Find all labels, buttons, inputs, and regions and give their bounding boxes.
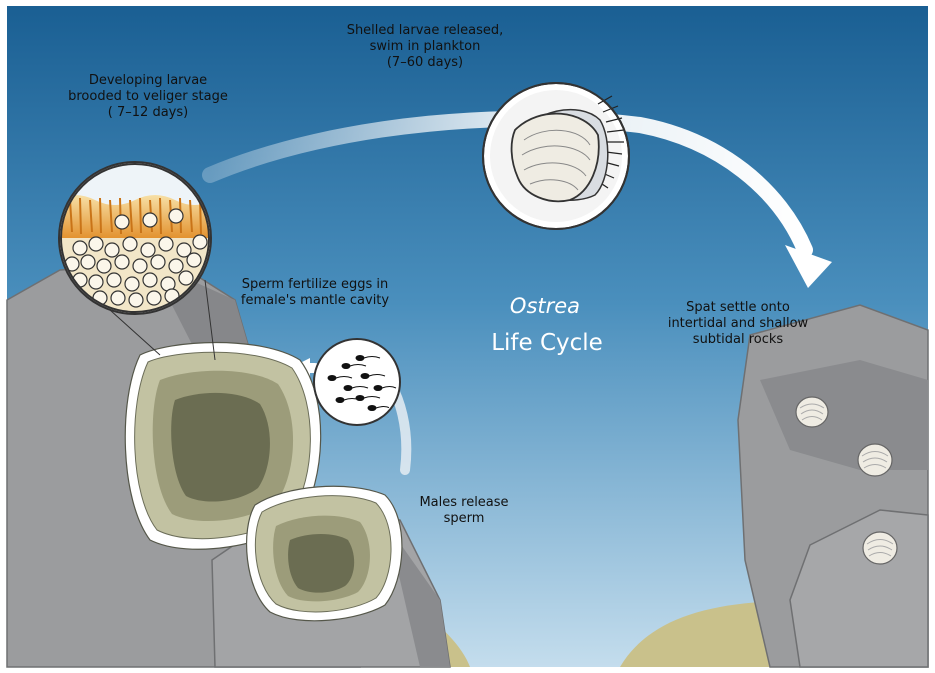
spat-3 bbox=[863, 532, 897, 564]
title-rest: Life Cycle bbox=[462, 330, 632, 356]
shelled-larva-inset bbox=[483, 83, 629, 229]
spat-1 bbox=[796, 397, 828, 427]
male-oyster bbox=[247, 486, 402, 620]
title-italic: Ostrea bbox=[470, 294, 620, 318]
label-brooded-stage: Developing larvae brooded to veliger sta… bbox=[48, 73, 248, 121]
sperm-inset bbox=[314, 339, 400, 425]
label-fertilize-stage: Sperm fertilize eggs in female's mantle … bbox=[220, 277, 410, 309]
label-males-stage: Males release sperm bbox=[414, 495, 514, 527]
spat-2 bbox=[858, 444, 892, 476]
label-settle-stage: Spat settle onto intertidal and shallow … bbox=[638, 300, 838, 348]
label-released-stage: Shelled larvae released, swim in plankto… bbox=[325, 23, 525, 71]
